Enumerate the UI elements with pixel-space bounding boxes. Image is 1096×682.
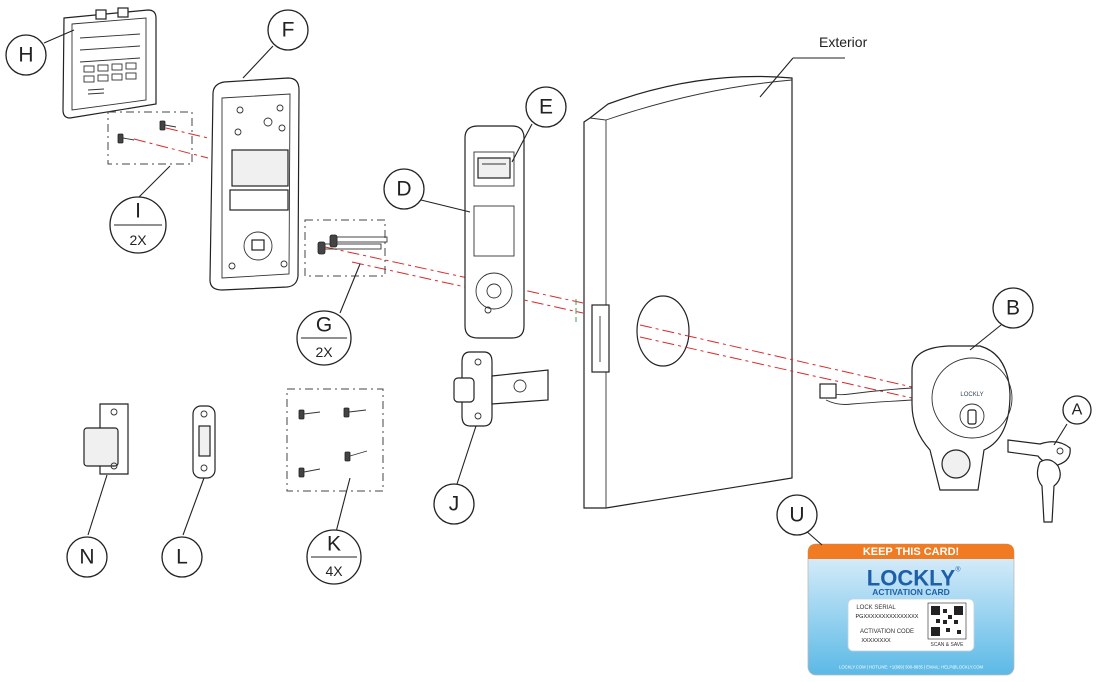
card-serial-label: LOCK SERIAL [856,605,896,611]
part-i-cover-screws [107,111,193,165]
part-e-label [477,157,511,179]
cover-grid [79,33,141,95]
card-footer: LOCKLY.COM | HOTLINE: +1(669) 500-8835 |… [839,665,984,670]
card-subtitle: ACTIVATION CARD [872,587,950,597]
callout-l: L [161,536,203,578]
svg-text:N: N [79,546,94,569]
part-u-activation-card: KEEP THIS CARD! LOCKLY ® ACTIVATION CARD… [807,543,1015,676]
part-d-gasket [464,125,525,339]
svg-text:D: D [396,178,411,201]
svg-text:U: U [789,504,804,527]
callout-k: K 4X [306,529,362,585]
callout-f: F [267,9,309,51]
svg-text:L: L [176,546,188,569]
screw-k-1 [298,409,321,420]
callout-a: A [1062,395,1092,425]
svg-text:F: F [282,19,295,42]
card-banner: KEEP THIS CARD! [863,546,959,558]
callout-n: N [66,536,108,578]
screw-k-4 [298,467,321,478]
card-registered-mark: ® [955,566,961,574]
door-label-exterior: Exterior [819,34,868,50]
svg-text:K: K [327,533,341,556]
card-scan-label: SCAN & SAVE [931,642,965,648]
part-n-strike-box [83,403,129,475]
svg-text:H: H [18,44,33,67]
screw-g-2 [329,234,388,248]
callout-b: B [992,287,1034,329]
door-edge-bore [591,304,610,373]
svg-text:B: B [1006,297,1020,320]
lock-cable-connector [819,383,837,399]
part-g-mounting-screws [304,219,388,277]
qty-k: 4X [325,563,343,579]
screw-g-1 [317,241,382,255]
card-serial-value: PGXXXXXXXXXXXXXXX [856,614,919,620]
leader-lines [43,29,1068,546]
svg-text:A: A [1072,402,1083,419]
callout-e: E [525,86,567,128]
part-k-wood-screws [286,388,384,492]
callout-i: I 2X [109,196,167,254]
lock-brand-mark: LOCKLY [960,392,983,398]
part-a-keys [1007,439,1071,523]
part-b-exterior-lock: LOCKLY [819,345,1013,491]
qty-g: 2X [315,344,333,360]
screw-i-1 [117,133,135,144]
card-code-label: ACTIVATION CODE [860,629,914,635]
part-h-battery-cover [62,7,157,119]
svg-text:J: J [449,493,460,516]
callout-u: U [776,494,818,536]
svg-text:E: E [539,96,553,119]
part-l-strike-plate [192,405,216,479]
callout-h: H [5,34,47,76]
card-logo: LOCKLY [867,566,956,591]
screw-i-2 [159,120,177,131]
part-f-interior-assembly [209,77,300,291]
door: Exterior [583,34,868,509]
door-bore-hole [636,295,690,367]
screw-k-2 [343,407,367,418]
part-j-latch [453,351,549,427]
screw-k-3 [344,450,368,462]
card-qr-code [927,602,967,640]
card-code-value: XXXXXXXX [861,638,891,644]
callout-d: D [383,168,425,210]
callout-g: G 2X [296,310,352,366]
svg-text:G: G [316,314,332,337]
qty-i: 2X [129,232,147,248]
svg-text:I: I [135,200,141,223]
callout-j: J [433,483,475,525]
